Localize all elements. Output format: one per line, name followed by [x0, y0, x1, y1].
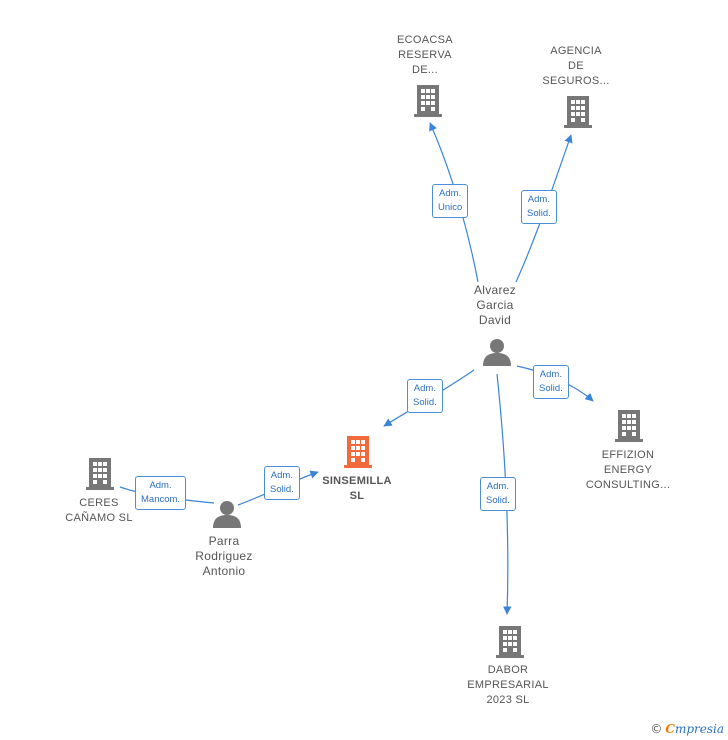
agencia-building-icon[interactable] [564, 96, 592, 128]
effizion-building-icon[interactable] [615, 410, 643, 442]
edge-badge-parra-ceres[interactable]: Adm. Mancom. [135, 476, 187, 510]
node-label-alvarez[interactable]: Alvarez Garcia David [473, 283, 517, 327]
node-label-sinsemilla[interactable]: SINSEMILLA SL [322, 475, 392, 502]
edge-badge-alvarez-sinsemilla[interactable]: Adm. Solid. [407, 379, 443, 413]
edge-badge-parra-sinsemilla[interactable]: Adm. Solid. [264, 466, 300, 500]
brand-name: mpresia [674, 722, 724, 736]
node-label-ecoacsa[interactable]: ECOACSA RESERVA DE... [397, 34, 453, 76]
alvarez-person-icon[interactable] [483, 339, 511, 366]
edge-badge-alvarez-agencia[interactable]: Adm. Solid. [521, 190, 557, 224]
edge-badge-alvarez-ecoacsa[interactable]: Adm. Unico [432, 184, 469, 218]
edge-badge-alvarez-dabor[interactable]: Adm. Solid. [480, 477, 516, 511]
node-label-effizion[interactable]: EFFIZION ENERGY CONSULTING... [585, 449, 671, 491]
ceres-building-icon[interactable] [86, 458, 114, 490]
node-label-dabor[interactable]: DABOR EMPRESARIAL 2023 SL [467, 664, 549, 706]
parra-person-icon[interactable] [213, 501, 241, 528]
node-label-ceres[interactable]: CERES CAÑAMO SL [65, 497, 133, 524]
sinsemilla-building-icon[interactable] [344, 436, 372, 468]
node-label-parra[interactable]: Parra Rodriguez Antonio [195, 534, 253, 578]
edge-badge-alvarez-effizion[interactable]: Adm. Solid. [533, 365, 569, 399]
node-label-agencia[interactable]: AGENCIA DE SEGUROS... [542, 45, 610, 87]
ecoacsa-building-icon[interactable] [414, 85, 442, 117]
dabor-building-icon[interactable] [496, 626, 524, 658]
copyright-icon: © [650, 722, 663, 736]
brand-initial: C [665, 722, 675, 736]
brand-footer[interactable]: ©Cmpresia [650, 722, 724, 736]
